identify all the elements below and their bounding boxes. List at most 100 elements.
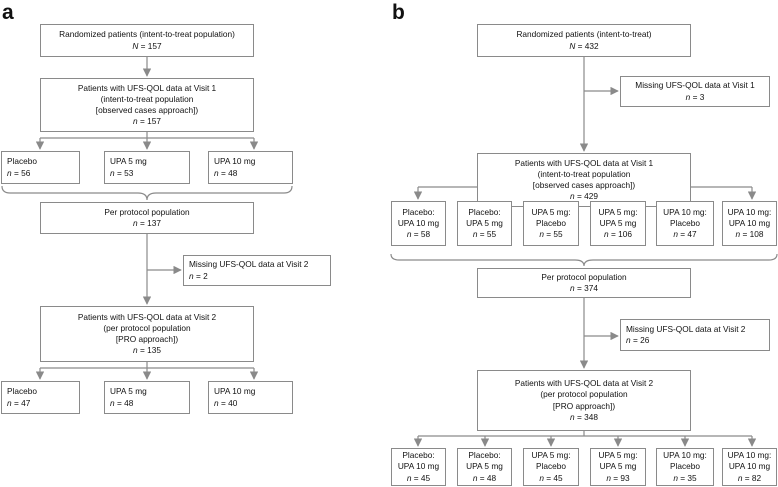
- b-visit1-n-symbol: n: [570, 191, 575, 202]
- b-per-protocol-box: Per protocol population n = 374: [477, 268, 691, 298]
- b-missing1-n-symbol: n: [685, 91, 691, 102]
- a-randomized-box: Randomized patients (intent-to-treat pop…: [40, 24, 254, 57]
- a-arm-n-symbol: n: [214, 167, 219, 178]
- a-arm-n-value: = 53: [116, 167, 134, 178]
- b-arm-line-2: UPA 5 mg: [466, 217, 503, 228]
- b-arm-line-1: UPA 5 mg:: [531, 450, 571, 461]
- a-arm-label: Placebo: [7, 156, 37, 167]
- b-arm-n-symbol: n: [673, 472, 678, 483]
- b-arm-n-symbol: n: [673, 229, 678, 240]
- a-arm-n-symbol: n: [214, 397, 219, 408]
- b-missing2-n-value: = 26: [632, 335, 650, 345]
- b-arm-line-2: Placebo: [670, 217, 700, 228]
- a-missing-visit2-box: Missing UFS-QOL data at Visit 2 n = 2: [183, 255, 331, 286]
- b-arm-line-2: UPA 10 mg: [397, 217, 440, 228]
- b-arm-line-1: Placebo:: [468, 206, 501, 217]
- b-visit2-n-symbol: n: [570, 411, 575, 422]
- b-arm-line-2: Placebo: [670, 461, 700, 472]
- a-arm-label: UPA 5 mg: [110, 156, 147, 167]
- a-arm-label: UPA 5 mg: [110, 386, 147, 397]
- b-missing2-n-symbol: n: [626, 335, 631, 345]
- b-arm-line-2: Placebo: [536, 217, 566, 228]
- a-arm-placebo-v1: Placebo n = 56: [1, 151, 80, 184]
- b-arm-line-1: Placebo:: [402, 450, 435, 461]
- a-arm-n-value: = 47: [13, 397, 31, 408]
- a-randomized-title: Randomized patients (intent-to-treat pop…: [59, 29, 235, 40]
- b-arm-line-2: UPA 5 mg: [599, 217, 637, 228]
- a-arm-n-symbol: n: [7, 167, 12, 178]
- b-visit2-line-1: Patients with UFS-QOL data at Visit 2: [514, 378, 654, 389]
- b-missing-visit2-box: Missing UFS-QOL data at Visit 2 n = 26: [620, 319, 770, 351]
- b-visit2-n-value: = 348: [576, 411, 598, 422]
- a-arm-n-value: = 56: [13, 167, 31, 178]
- panel-b-label: b: [392, 1, 405, 24]
- a-arm-label: UPA 10 mg: [214, 386, 256, 397]
- b-arm-line-1: UPA 5 mg:: [531, 206, 571, 217]
- a-arm-label: UPA 10 mg: [214, 156, 256, 167]
- b-arm-line-1: UPA 10 mg:: [727, 450, 772, 461]
- b-arm-n-symbol: n: [539, 229, 544, 240]
- b-arm-line-2: UPA 10 mg: [728, 217, 771, 228]
- b-arm-line-1: UPA 5 mg:: [598, 450, 638, 461]
- b-missing-visit1-box: Missing UFS-QOL data at Visit 1 n = 3: [620, 76, 770, 107]
- b-arm-6-v1: UPA 10 mg: UPA 10 mg n = 108: [722, 201, 777, 246]
- b-visit1-line-2: (intent-to-treat population: [537, 168, 631, 179]
- b-arm-n-value: = 108: [742, 229, 764, 240]
- a-visit2-n-value: = 135: [139, 345, 161, 356]
- b-arm-line-1: UPA 5 mg:: [598, 206, 638, 217]
- b-arm-n-value: = 82: [744, 472, 762, 483]
- b-randomized-title: Randomized patients (intent-to-treat): [516, 29, 652, 40]
- b-visit2-box: Patients with UFS-QOL data at Visit 2 (p…: [477, 370, 691, 431]
- b-arm-line-1: UPA 10 mg:: [727, 206, 772, 217]
- a-missing-n-value: = 2: [195, 270, 208, 281]
- a-missing-title: Missing UFS-QOL data at Visit 2: [189, 259, 309, 270]
- b-arm-n-value: = 47: [680, 229, 697, 240]
- a-arm-upa5-v2: UPA 5 mg n = 48: [104, 381, 190, 414]
- b-missing1-n-value: = 3: [692, 91, 705, 102]
- b-visit1-box: Patients with UFS-QOL data at Visit 1 (i…: [477, 153, 691, 207]
- a-visit2-n-symbol: n: [133, 345, 138, 356]
- b-randomized-n-value: = 432: [577, 40, 599, 51]
- b-visit1-n-value: = 429: [576, 191, 598, 202]
- b-arm-3-v1: UPA 5 mg: Placebo n = 55: [523, 201, 579, 246]
- brace-b-merge: [390, 253, 778, 267]
- a-visit1-n-value: = 157: [139, 116, 161, 127]
- a-visit1-box: Patients with UFS-QOL data at Visit 1 (i…: [40, 78, 254, 132]
- a-randomized-n-value: = 157: [140, 40, 162, 51]
- b-arm-3-v2: UPA 5 mg: Placebo n = 45: [523, 448, 579, 486]
- a-arm-placebo-v2: Placebo n = 47: [1, 381, 80, 414]
- panel-a-label: a: [2, 1, 14, 24]
- b-arm-n-symbol: n: [604, 229, 609, 240]
- b-arm-n-symbol: n: [606, 472, 611, 483]
- b-arm-line-1: UPA 10 mg:: [663, 450, 707, 461]
- a-arm-n-value: = 48: [220, 167, 238, 178]
- b-arm-2-v2: Placebo: UPA 5 mg n = 48: [457, 448, 512, 486]
- b-arm-6-v2: UPA 10 mg: UPA 10 mg n = 82: [722, 448, 777, 486]
- a-visit1-line-3: [observed cases approach]): [95, 105, 199, 115]
- b-arm-n-value: = 45: [546, 472, 563, 483]
- b-arm-n-value: = 55: [546, 229, 563, 240]
- b-visit2-line-2: (per protocol population: [540, 389, 628, 400]
- b-arm-line-1: Placebo:: [402, 206, 435, 217]
- b-arm-5-v2: UPA 10 mg: Placebo n = 35: [656, 448, 714, 486]
- a-arm-n-value: = 40: [220, 397, 238, 408]
- a-arm-n-symbol: n: [110, 397, 115, 408]
- a-per-protocol-n-symbol: n: [133, 218, 138, 228]
- b-arm-4-v1: UPA 5 mg: UPA 5 mg n = 106: [590, 201, 646, 246]
- a-per-protocol-box: Per protocol population n = 137: [40, 202, 254, 234]
- a-per-protocol-n-value: = 137: [139, 218, 161, 228]
- a-randomized-n-symbol: N: [132, 40, 139, 51]
- b-arm-line-1: UPA 10 mg:: [663, 206, 707, 217]
- b-arm-line-2: UPA 5 mg: [466, 461, 503, 472]
- b-arm-n-symbol: n: [539, 472, 544, 483]
- a-missing-n-symbol: n: [189, 270, 194, 281]
- b-arm-2-v1: Placebo: UPA 5 mg n = 55: [457, 201, 512, 246]
- b-per-protocol-n-value: = 374: [576, 283, 598, 293]
- b-visit1-line-1: Patients with UFS-QOL data at Visit 1: [514, 157, 654, 168]
- b-arm-5-v1: UPA 10 mg: Placebo n = 47: [656, 201, 714, 246]
- a-per-protocol-title: Per protocol population: [104, 206, 190, 217]
- a-arm-n-value: = 48: [116, 397, 134, 408]
- a-visit1-line-2: (intent-to-treat population: [100, 93, 194, 104]
- b-per-protocol-n-symbol: n: [570, 283, 575, 293]
- a-arm-n-symbol: n: [7, 397, 12, 408]
